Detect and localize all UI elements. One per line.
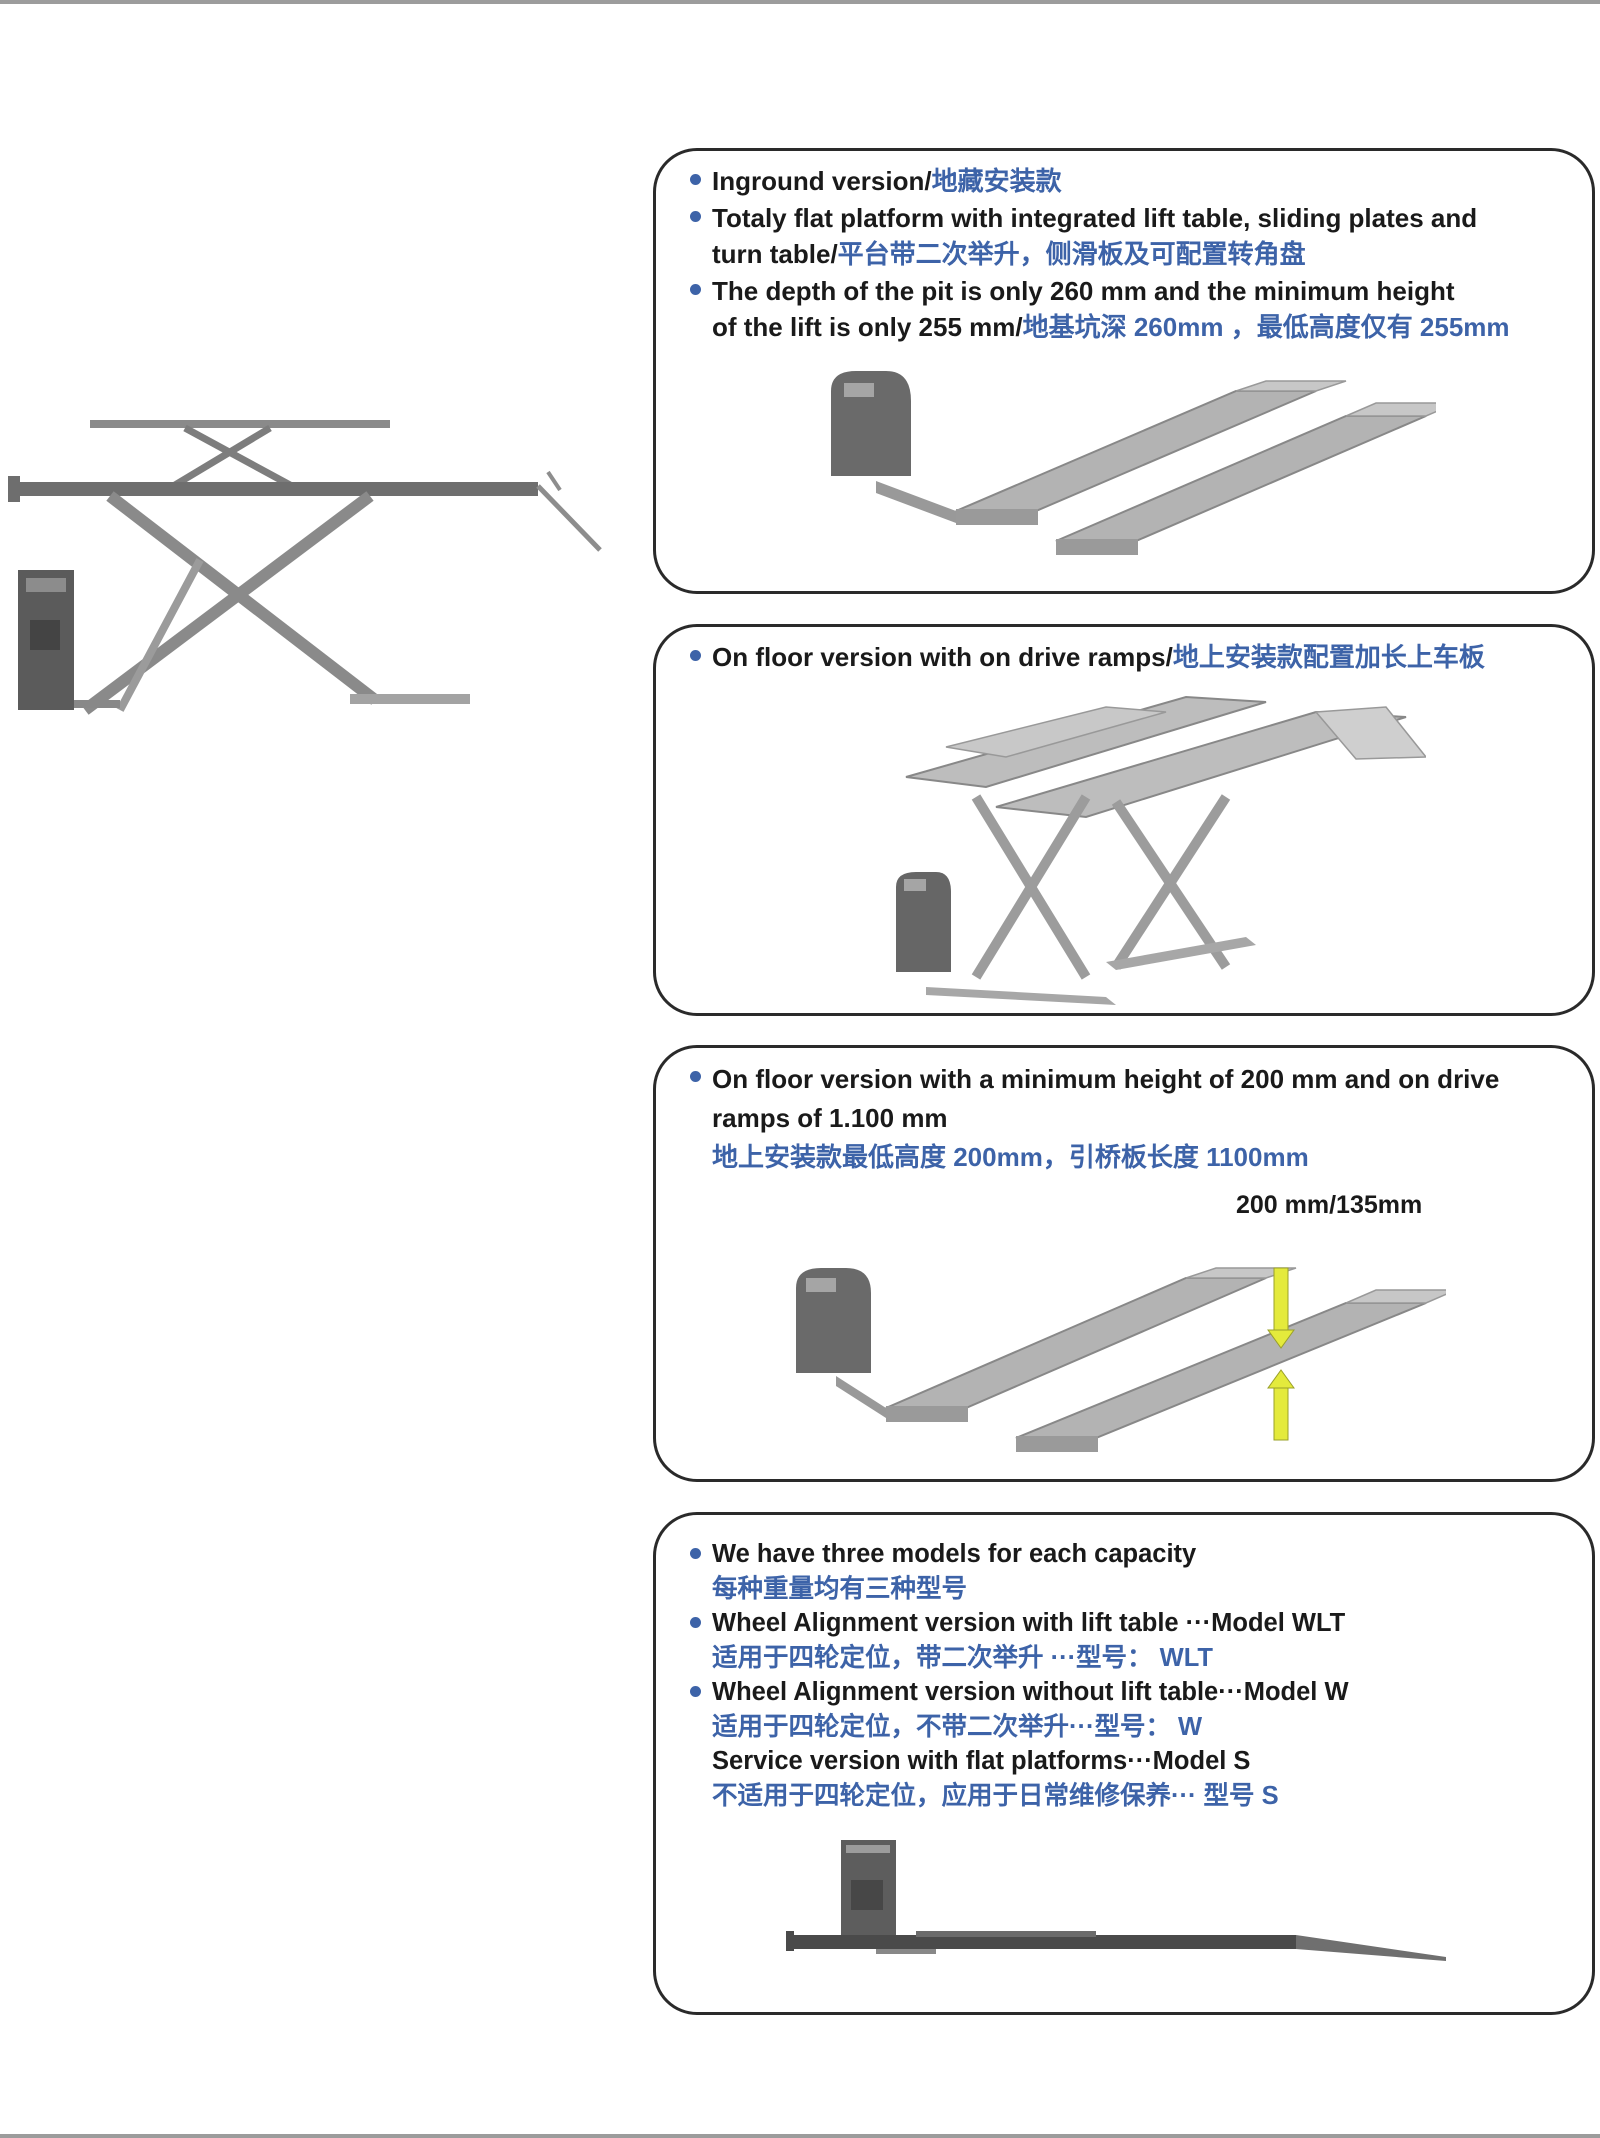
on-floor-min-height-panel: On floor version with a minimum height o…: [653, 1045, 1595, 1482]
bullet-icon: [690, 1617, 701, 1628]
bullet-list: On floor version with a minimum height o…: [690, 1060, 1572, 1177]
list-item: Inground version/地藏安装款: [690, 163, 1572, 200]
bullet-icon: [690, 174, 701, 185]
bullet-text-cn: 每种重量均有三种型号: [712, 1574, 968, 1603]
bullet-list: On floor version with on drive ramps/地上安…: [690, 639, 1572, 676]
flat-lift-side-view-image: [786, 1840, 1446, 1961]
on-floor-lift-lowered-image: [796, 1267, 1446, 1452]
on-floor-lift-raised-image: [896, 695, 1426, 1005]
inground-version-panel: Inground version/地藏安装款 Totaly flat platf…: [653, 148, 1595, 594]
bullet-icon: [690, 1071, 701, 1082]
bullet-text-en: Wheel Alignment version with lift table …: [712, 1609, 1346, 1637]
bullet-text-cn: 适用于四轮定位，带二次举升 ···型号： WLT: [712, 1643, 1213, 1672]
bullet-text-cn: 平台带二次举升，侧滑板及可配置转角盘: [837, 239, 1306, 269]
scissor-lift-side-view-image: [8, 420, 602, 715]
bullet-text-en: Wheel Alignment version without lift tab…: [712, 1678, 1349, 1706]
bottom-border: [0, 2134, 1600, 2138]
bullet-text-cn: 地基坑深 260mm ，最低高度仅有 255mm: [1022, 312, 1510, 342]
bullet-text-en: ramps of 1.100 mm: [712, 1103, 948, 1133]
bullet-icon: [690, 210, 701, 222]
list-item: The depth of the pit is only 260 mm and …: [690, 273, 1572, 346]
bullet-list: Inground version/地藏安装款 Totaly flat platf…: [690, 163, 1572, 346]
bullet-icon: [690, 1686, 701, 1697]
bullet-text-en: Service version with flat platforms···Mo…: [712, 1747, 1251, 1775]
list-item: Wheel Alignment version without lift tab…: [690, 1675, 1572, 1744]
bullet-text-en: Totaly flat platform with integrated lif…: [712, 202, 1478, 233]
bullet-icon: [690, 1548, 701, 1559]
inground-lift-image: [831, 371, 1436, 555]
bullet-text-en: Inground version/: [712, 166, 932, 196]
bullet-text-en: We have three models for each capacity: [712, 1540, 1197, 1568]
top-border: [0, 0, 1600, 4]
dimension-label: 200 mm/135mm: [1236, 1191, 1423, 1219]
bullet-text-cn: 地上安装款最低高度 200mm，引桥板长度 1100mm: [712, 1142, 1309, 1172]
list-item: We have three models for each capacity 每…: [690, 1537, 1572, 1606]
bullet-text-cn: 适用于四轮定位，不带二次举升···型号： W: [712, 1712, 1203, 1741]
on-floor-ramps-panel: On floor version with on drive ramps/地上安…: [653, 624, 1595, 1016]
list-item: Service version with flat platforms···Mo…: [690, 1744, 1572, 1813]
bullet-text-en: The depth of the pit is only 260 mm and …: [712, 275, 1455, 306]
list-item: On floor version with on drive ramps/地上安…: [690, 639, 1572, 676]
bullet-text-en: On floor version with on drive ramps/: [712, 642, 1173, 672]
bullet-icon: [690, 283, 701, 295]
bullet-icon: [690, 650, 701, 661]
list-item: On floor version with a minimum height o…: [690, 1060, 1572, 1177]
bullet-text-cn: 不适用于四轮定位，应用于日常维修保养··· 型号 S: [712, 1781, 1279, 1810]
bullet-text-en: On floor version with a minimum height o…: [712, 1064, 1500, 1094]
bullet-text-cn: 地藏安装款: [931, 166, 1062, 196]
bullet-text-en: turn table/: [712, 239, 838, 269]
bullet-list: We have three models for each capacity 每…: [690, 1537, 1572, 1813]
bullet-text-en: of the lift is only 255 mm/: [712, 312, 1023, 342]
list-item: Wheel Alignment version with lift table …: [690, 1606, 1572, 1675]
bullet-text-cn: 地上安装款配置加长上车板: [1172, 642, 1485, 672]
list-item: Totaly flat platform with integrated lif…: [690, 200, 1572, 273]
models-panel: We have three models for each capacity 每…: [653, 1512, 1595, 2015]
